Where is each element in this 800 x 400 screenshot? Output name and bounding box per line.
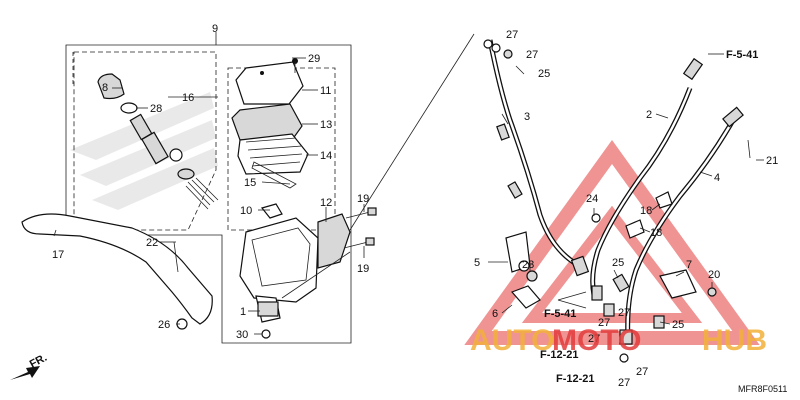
reservoir-cover bbox=[231, 61, 309, 189]
callout-19-lower: 19 bbox=[357, 263, 369, 275]
callout-2: 2 bbox=[646, 109, 652, 121]
callout-27-top-b: 27 bbox=[526, 49, 538, 61]
callout-9: 9 bbox=[212, 23, 218, 35]
brake-lever bbox=[21, 213, 213, 330]
callout-13: 13 bbox=[320, 119, 332, 131]
brake-hose-4 bbox=[625, 106, 744, 341]
callout-30: 30 bbox=[236, 329, 248, 341]
callout-27-lower-a: 27 bbox=[588, 333, 600, 345]
callout-22: 22 bbox=[146, 237, 158, 249]
master-cylinder-body bbox=[239, 203, 351, 323]
callout-labels: 9 29 8 16 28 11 13 14 15 10 12 19 19 17 … bbox=[52, 23, 778, 389]
callout-5: 5 bbox=[474, 257, 480, 269]
callout-25-top: 25 bbox=[538, 68, 550, 80]
callout-24: 24 bbox=[586, 193, 598, 205]
callout-12: 12 bbox=[320, 197, 332, 209]
brake-hose-3 bbox=[487, 39, 580, 268]
callout-23: 23 bbox=[522, 259, 534, 271]
callout-10: 10 bbox=[240, 205, 252, 217]
callout-16: 16 bbox=[182, 92, 194, 104]
callout-20: 20 bbox=[708, 269, 720, 281]
callout-27-middle-a: 27 bbox=[618, 307, 630, 319]
callout-11: 11 bbox=[320, 85, 331, 97]
callout-1: 1 bbox=[240, 306, 246, 318]
callout-28: 28 bbox=[150, 103, 162, 115]
callout-27-lower-c: 27 bbox=[618, 377, 630, 389]
arrow-icon bbox=[10, 366, 40, 380]
watermark-text-b: MOTO bbox=[552, 324, 641, 357]
banjo-fittings-top bbox=[483, 39, 751, 159]
callout-6: 6 bbox=[492, 308, 498, 320]
callout-18-upper: 18 bbox=[640, 205, 652, 217]
callout-15: 15 bbox=[244, 177, 256, 189]
callout-8: 8 bbox=[102, 82, 108, 94]
callout-19-upper: 19 bbox=[357, 193, 369, 205]
callout-18-lower: 18 bbox=[650, 227, 662, 239]
watermark-text-a: AUTO bbox=[470, 324, 554, 357]
direction-label: FR. bbox=[28, 352, 49, 371]
watermark-triangles bbox=[464, 140, 760, 345]
bolt-29 bbox=[292, 58, 298, 73]
front-direction-indicator: FR. bbox=[10, 352, 49, 380]
background-wing-logo bbox=[70, 92, 218, 210]
reference-labels: F-5-41 F-5-41 F-12-21 F-12-21 bbox=[540, 49, 758, 385]
reference-middle: F-5-41 bbox=[544, 308, 576, 320]
callout-17: 17 bbox=[52, 249, 64, 261]
piston-kit bbox=[97, 73, 219, 210]
watermark-text: AUTO MOTO HUB bbox=[470, 324, 767, 357]
callout-25-lower: 25 bbox=[672, 319, 684, 331]
callout-27-middle-b: 27 bbox=[598, 317, 610, 329]
reference-lower-a: F-12-21 bbox=[540, 349, 579, 361]
reference-lower-b: F-12-21 bbox=[556, 373, 595, 385]
callout-25-middle: 25 bbox=[612, 257, 624, 269]
brake-hose-2 bbox=[590, 57, 704, 296]
callout-21: 21 bbox=[766, 155, 778, 167]
callout-27-lower-b: 27 bbox=[636, 366, 648, 378]
callout-29: 29 bbox=[308, 53, 320, 65]
lower-fittings bbox=[505, 191, 717, 363]
leader-lines bbox=[53, 33, 764, 335]
drawing-code: MFR8F0511 bbox=[738, 384, 787, 394]
reference-top-right: F-5-41 bbox=[726, 49, 758, 61]
callout-14: 14 bbox=[320, 150, 332, 162]
callout-26: 26 bbox=[158, 319, 170, 331]
callout-3: 3 bbox=[524, 111, 530, 123]
bolts-19 bbox=[343, 207, 377, 249]
callout-27-top-a: 27 bbox=[506, 29, 518, 41]
callout-7: 7 bbox=[686, 259, 692, 271]
callout-4: 4 bbox=[714, 172, 720, 184]
watermark-text-c: HUB bbox=[702, 324, 767, 357]
